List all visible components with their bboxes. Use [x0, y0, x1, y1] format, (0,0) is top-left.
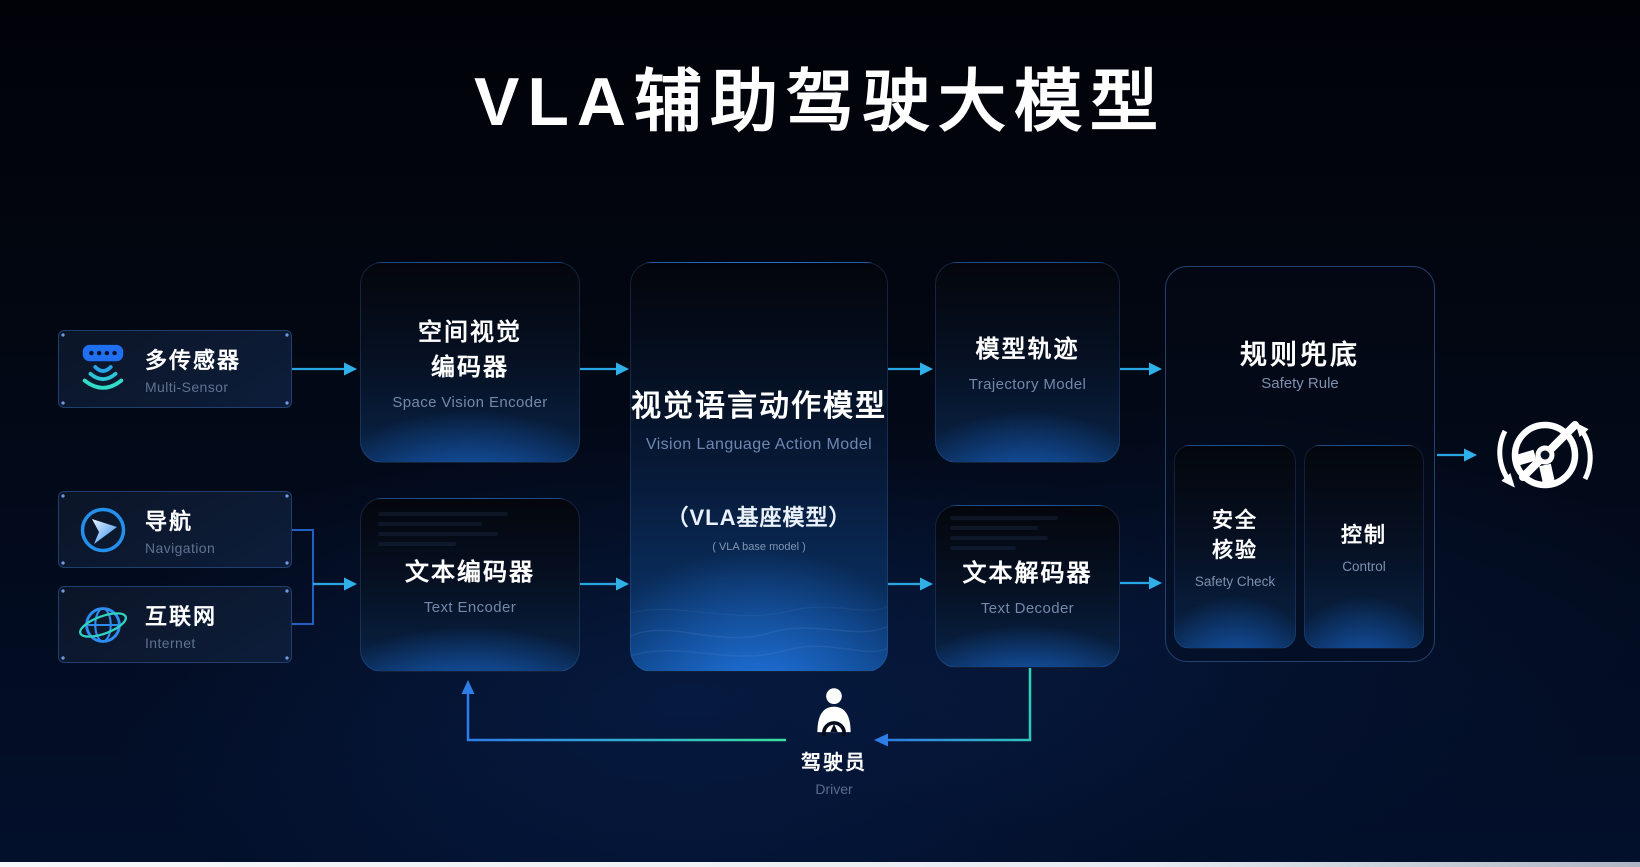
node-label-en: Control — [1342, 558, 1386, 574]
bracket-nav-internet-merge — [292, 529, 314, 625]
internet-icon — [78, 606, 128, 643]
safety-rule-label-en: Safety Rule — [1261, 375, 1339, 392]
faint-code-lines — [378, 512, 508, 552]
node-label-zh: 文本解码器 — [962, 560, 1093, 587]
node-label-zh: 控制 — [1341, 523, 1387, 547]
node-label-zh: 模型轨迹 — [975, 336, 1080, 363]
node-text-decoder: 文本解码器 Text Decoder — [935, 505, 1120, 668]
driver-node: 驾驶员 Driver — [770, 652, 898, 797]
driver-icon-holder — [770, 652, 898, 746]
feedback-arrowhead-to-text-encoder — [461, 680, 475, 694]
input-label-en: Internet — [145, 634, 196, 651]
input-label-zh: 导航 — [145, 508, 194, 534]
node-space-vision-encoder: 空间视觉 编码器 Space Vision Encoder — [360, 262, 580, 463]
node-label-zh: 文本编码器 — [405, 558, 535, 586]
feedback-line-driver-to-encoder — [466, 692, 786, 742]
driver-icon — [817, 688, 851, 746]
input-text-internet: 互联网 Internet — [145, 599, 217, 651]
node-trajectory-model: 模型轨迹 Trajectory Model — [935, 262, 1120, 463]
feedback-line-decoder-to-driver — [888, 668, 1032, 742]
input-label-en: Navigation — [145, 539, 216, 556]
input-label-en: Multi-Sensor — [145, 379, 229, 395]
node-label-en: Text Decoder — [980, 600, 1075, 617]
node-safety-check: 安全 核验 Safety Check — [1174, 445, 1296, 649]
page-title: VLA辅助驾驶大模型 — [473, 64, 1166, 140]
driver-label-zh: 驾驶员 — [801, 752, 867, 774]
driver-label-en: Driver — [815, 781, 853, 797]
node-safety-rule-group: 规则兜底 Safety Rule 安全 核验 Safety Check 控制 C… — [1165, 266, 1435, 662]
node-label-en: Vision Language Action Model — [645, 436, 873, 453]
input-text-multi-sensor: 多传感器 Multi-Sensor — [145, 343, 241, 395]
multi-sensor-icon — [82, 344, 124, 390]
input-text-navigation: 导航 Navigation — [145, 504, 215, 556]
steering-wheel-rotate-icon — [1497, 421, 1593, 489]
node-label-en: Safety Check — [1194, 573, 1276, 589]
input-box-navigation: 导航 Navigation — [58, 491, 292, 568]
input-box-multi-sensor: 多传感器 Multi-Sensor — [58, 330, 292, 408]
node-control: 控制 Control — [1304, 445, 1424, 649]
node-label-zh: 空间视觉 — [418, 318, 522, 346]
node-sublabel-zh: （VLA基座模型） — [666, 505, 852, 530]
node-label-zh-line2: 编码器 — [431, 353, 509, 381]
input-label-zh: 互联网 — [145, 603, 218, 629]
node-label-zh: 视觉语言动作模型 — [631, 390, 887, 423]
node-label-en: Text Encoder — [423, 598, 517, 616]
node-label-zh-line2: 核验 — [1212, 538, 1258, 562]
faint-code-lines — [950, 516, 1058, 556]
node-label-en: Trajectory Model — [968, 376, 1087, 393]
node-label-zh: 安全 — [1212, 508, 1258, 532]
navigation-icon — [80, 507, 126, 552]
input-label-zh: 多传感器 — [145, 348, 242, 373]
node-label-en: Space Vision Encoder — [392, 393, 548, 411]
bottom-border-strip — [0, 862, 1640, 867]
input-box-internet: 互联网 Internet — [58, 586, 292, 663]
node-vla-model: 视觉语言动作模型 Vision Language Action Model （V… — [630, 262, 888, 672]
node-sublabel-en: ( VLA base model ) — [712, 541, 806, 553]
safety-rule-label-zh: 规则兜底 — [1240, 340, 1360, 370]
node-text-encoder: 文本编码器 Text Encoder — [360, 498, 580, 672]
